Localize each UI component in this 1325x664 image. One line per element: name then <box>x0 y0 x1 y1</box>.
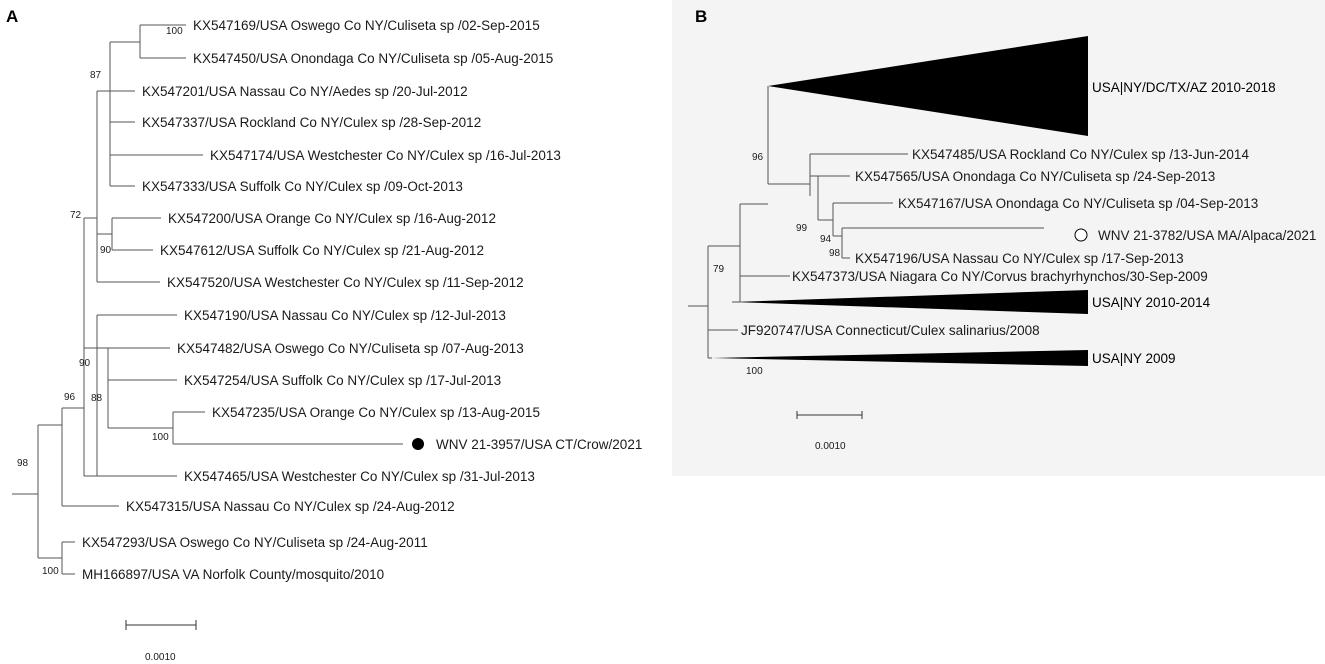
panel-b-bootstrap: 99 <box>796 223 808 234</box>
panel-b-leaf: KX547167/USA Onondaga Co NY/Culiseta sp … <box>898 196 1258 211</box>
panel-a-scale-label: 0.0010 <box>145 652 176 663</box>
panel-a-leaf: KX547201/USA Nassau Co NY/Aedes sp /20-J… <box>142 84 468 99</box>
panel-b: B USA|NY/DC/TX/AZ 2010-2018 KX547485/USA… <box>672 0 1325 476</box>
panel-b-bootstrap: 96 <box>752 152 764 163</box>
panel-a-leaf: KX547315/USA Nassau Co NY/Culex sp /24-A… <box>126 499 455 514</box>
panel-b-bootstrap: 79 <box>713 264 725 275</box>
panel-b-tree-branches <box>688 86 1044 359</box>
panel-a-bootstrap: 90 <box>100 245 112 256</box>
panel-a-leaf: KX547482/USA Oswego Co NY/Culiseta sp /0… <box>177 341 524 356</box>
panel-b-scale-label: 0.0010 <box>815 441 846 452</box>
panel-b-leaf: KX547196/USA Nassau Co NY/Culex sp /17-S… <box>855 251 1184 266</box>
panel-b-clade-label: USA|NY 2010-2014 <box>1092 295 1211 310</box>
panel-a-leaf: KX547333/USA Suffolk Co NY/Culex sp /09-… <box>142 179 463 194</box>
panel-a-leaf: MH166897/USA VA Norfolk County/mosquito/… <box>82 567 384 582</box>
panel-b-leaf: JF920747/USA Connecticut/Culex salinariu… <box>741 323 1040 338</box>
panel-a-leaf: KX547235/USA Orange Co NY/Culex sp /13-A… <box>212 405 540 420</box>
panel-b-leaf: KX547373/USA Niagara Co NY/Corvus brachy… <box>792 269 1208 284</box>
panel-b-bootstrap: 94 <box>820 234 832 245</box>
panel-a-bootstrap: 96 <box>64 392 76 403</box>
panel-a-filled-circle-marker <box>412 438 424 450</box>
panel-a-bootstrap: 100 <box>166 26 183 37</box>
panel-a-leaf-highlight: WNV 21-3957/USA CT/Crow/2021 <box>436 437 642 452</box>
panel-a-scale-bar <box>125 620 197 630</box>
panel-a-bootstrap: 72 <box>70 210 82 221</box>
panel-b-leaf: KX547565/USA Onondaga Co NY/Culiseta sp … <box>855 169 1215 184</box>
panel-a-leaf: KX547520/USA Westchester Co NY/Culex sp … <box>167 275 524 290</box>
panel-a-leaf: KX547174/USA Westchester Co NY/Culex sp … <box>210 148 561 163</box>
panel-b-leaf-highlight: WNV 21-3782/USA MA/Alpaca/2021 <box>1098 228 1316 243</box>
panel-b-clade-label: USA|NY/DC/TX/AZ 2010-2018 <box>1092 80 1276 95</box>
panel-b-collapsed-clade-triangle <box>712 350 1088 366</box>
panel-a-leaf: KX547612/USA Suffolk Co NY/Culex sp /21-… <box>160 243 484 258</box>
panel-a-bootstrap: 100 <box>152 432 169 443</box>
panel-b-collapsed-clade-triangle <box>768 36 1088 136</box>
panel-a-leaf: KX547169/USA Oswego Co NY/Culiseta sp /0… <box>193 18 540 33</box>
panel-a-leaf: KX547450/USA Onondaga Co NY/Culiseta sp … <box>193 51 553 66</box>
panel-b-scale-bar <box>796 411 863 419</box>
panel-a-leaf: KX547200/USA Orange Co NY/Culex sp /16-A… <box>168 211 496 226</box>
panel-b-label: B <box>695 7 707 26</box>
panel-a-bootstrap: 88 <box>91 393 103 404</box>
panel-b-bootstrap: 100 <box>746 366 763 377</box>
panel-a-bootstrap: 98 <box>17 458 29 469</box>
panel-a-leaf: KX547465/USA Westchester Co NY/Culex sp … <box>184 469 535 484</box>
panel-a-leaf: KX547293/USA Oswego Co NY/Culiseta sp /2… <box>82 535 428 550</box>
panel-a-leaf: KX547190/USA Nassau Co NY/Culex sp /12-J… <box>184 308 506 323</box>
panel-a: A KX547169/USA Oswego Co NY/Culiseta sp … <box>6 7 642 663</box>
panel-b-clade-label: USA|NY 2009 <box>1092 351 1176 366</box>
panel-a-label: A <box>6 7 18 26</box>
panel-a-leaf: KX547254/USA Suffolk Co NY/Culex sp /17-… <box>184 373 501 388</box>
panel-a-bootstrap: 87 <box>90 70 102 81</box>
panel-a-bootstrap: 90 <box>79 358 91 369</box>
panel-b-open-circle-marker <box>1074 228 1088 242</box>
panel-b-bootstrap: 98 <box>829 248 841 259</box>
panel-b-leaf: KX547485/USA Rockland Co NY/Culex sp /13… <box>912 147 1249 162</box>
panel-a-tree-branches <box>12 24 403 575</box>
panel-a-leaf: KX547337/USA Rockland Co NY/Culex sp /28… <box>142 115 481 130</box>
panel-a-bootstrap: 100 <box>42 566 59 577</box>
panel-b-collapsed-clade-triangle <box>732 290 1088 314</box>
